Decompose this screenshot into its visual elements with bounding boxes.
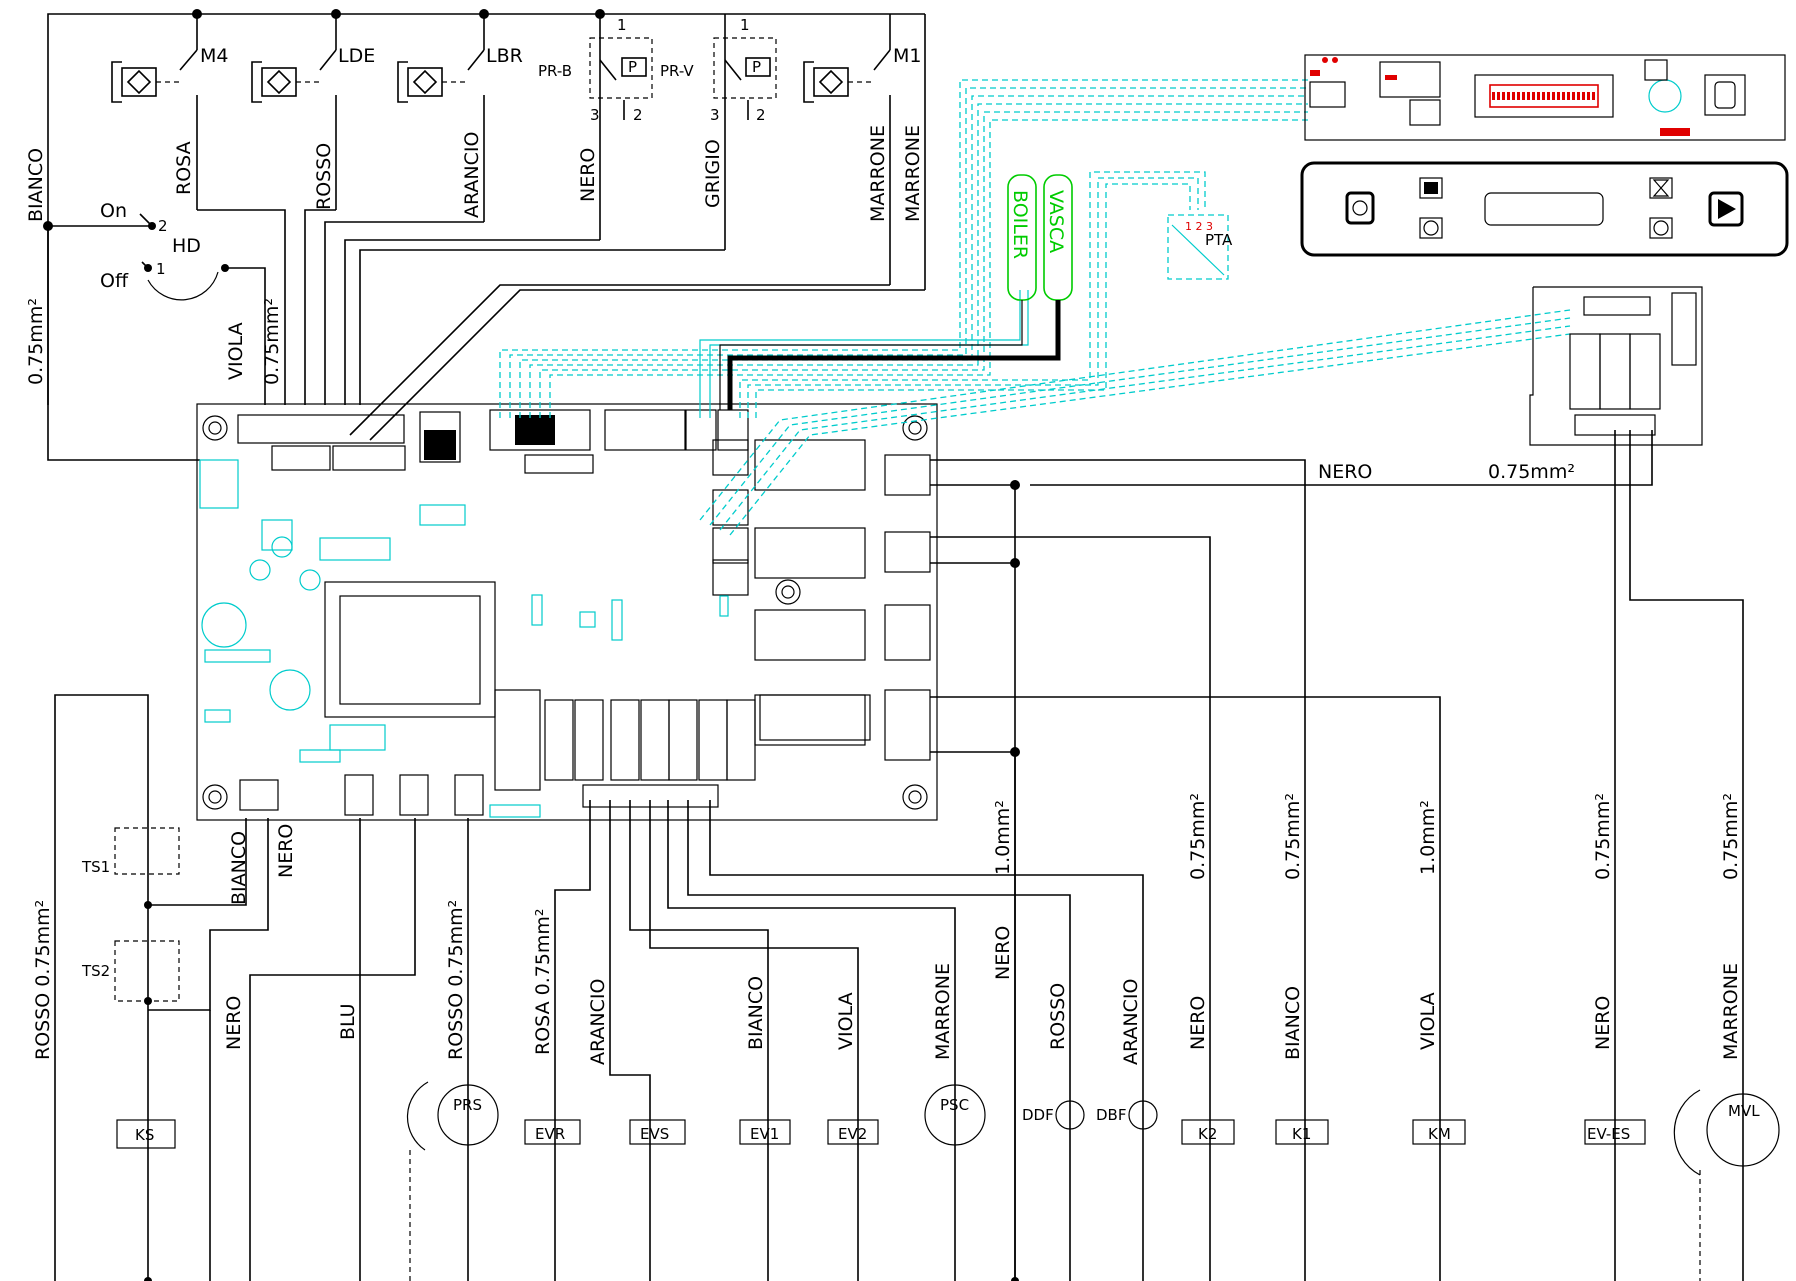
bw-nero4: NERO — [1187, 996, 1209, 1050]
right-wire-nero: NERO — [1318, 461, 1372, 483]
bw-marrone5: MARRONE — [1720, 963, 1742, 1060]
label-m1: M1 — [893, 45, 921, 67]
wire-nero: NERO — [577, 148, 599, 202]
label-pin3a: 3 — [590, 106, 600, 124]
sensor-lbr — [397, 49, 485, 222]
bw-rosso-prs: ROSSO 0.75mm² — [445, 900, 467, 1060]
label-mvl: MVL — [1728, 1102, 1760, 1120]
label-p1: P — [628, 58, 637, 76]
hd-switch — [139, 213, 229, 301]
labels-bottom: TS1 TS2 KS PRS EVR EVS EV1 EV2 PSC DDF D… — [32, 793, 1760, 1144]
bw-rosso3: ROSSO — [1047, 983, 1069, 1050]
bw-arancio: ARANCIO — [587, 979, 609, 1065]
pressure-switch-prb — [589, 35, 653, 240]
label-evs: EVS — [640, 1125, 669, 1143]
label-pta: PTA — [1205, 231, 1233, 249]
label-ts2: TS2 — [81, 962, 110, 980]
bw-marrone: MARRONE — [932, 963, 954, 1060]
display-board — [1304, 54, 1786, 141]
top-wires — [197, 209, 925, 441]
label-psc: PSC — [940, 1096, 969, 1114]
label-pin1a: 1 — [617, 16, 627, 34]
keypad-panel — [1300, 161, 1789, 257]
labels-top: M4 LDE LBR M1 PR-B PR-V P P 1 1 3 2 3 2 … — [25, 16, 1575, 483]
label-m4: M4 — [200, 45, 228, 67]
size-6: 0.75mm² — [1720, 793, 1742, 880]
label-k2: K2 — [1198, 1125, 1217, 1143]
top-bus — [43, 9, 926, 461]
label-p2: P — [752, 58, 761, 76]
size-4: 1.0mm² — [1417, 800, 1439, 875]
label-dbf: DBF — [1096, 1106, 1126, 1124]
wire-rosa: ROSA — [173, 141, 195, 195]
wire-marrone1: MARRONE — [867, 125, 889, 222]
wire-size-viola: 0.75mm² — [261, 298, 283, 385]
sensor-m4 — [111, 49, 198, 210]
bottom-wires — [54, 694, 1144, 1281]
bw-bianco: BIANCO — [228, 831, 250, 905]
label-sw1: 1 — [156, 260, 166, 278]
label-boiler: BOILER — [1009, 190, 1031, 259]
label-sw2: 2 — [158, 217, 168, 235]
label-ev2: EV2 — [838, 1125, 867, 1143]
size-2: 0.75mm² — [1187, 793, 1209, 880]
size-5: 0.75mm² — [1592, 793, 1614, 880]
label-vasca: VASCA — [1045, 190, 1067, 253]
bw-bianco2: BIANCO — [745, 976, 767, 1050]
bw-arancio3: ARANCIO — [1120, 979, 1142, 1065]
relay-board — [1030, 286, 1744, 1281]
control-board — [196, 403, 938, 821]
bw-nero5: NERO — [1592, 996, 1614, 1050]
label-ts1: TS1 — [81, 858, 110, 876]
label-lbr: LBR — [486, 45, 523, 67]
bw-nero2: NERO — [223, 996, 245, 1050]
label-on: On — [100, 200, 127, 222]
size-3: 0.75mm² — [1282, 793, 1304, 880]
label-pta-pins: 1 2 3 — [1185, 220, 1213, 233]
label-pin1b: 1 — [740, 16, 750, 34]
bw-nero3: NERO — [992, 926, 1014, 980]
wire-viola: VIOLA — [225, 322, 247, 380]
label-hd: HD — [172, 235, 201, 257]
label-km: KM — [1428, 1125, 1451, 1143]
label-prv: PR-V — [660, 62, 694, 80]
sensor-m1 — [803, 49, 891, 285]
cyan-harness — [499, 79, 1571, 536]
label-off: Off — [100, 270, 129, 292]
bw-viola4: VIOLA — [1417, 992, 1439, 1050]
size-1: 1.0mm² — [992, 800, 1014, 875]
label-k1: K1 — [1292, 1125, 1311, 1143]
bottom-components — [116, 1081, 1780, 1281]
bw-nero: NERO — [275, 824, 297, 878]
label-evr: EVR — [535, 1125, 565, 1143]
bw-viola: VIOLA — [835, 992, 857, 1050]
label-pin2a: 2 — [633, 106, 643, 124]
label-ev1: EV1 — [750, 1125, 779, 1143]
wire-arancio: ARANCIO — [461, 132, 483, 218]
wire-grigio: GRIGIO — [702, 139, 724, 208]
wire-rosso: ROSSO — [313, 143, 335, 210]
wire-marrone2: MARRONE — [902, 125, 924, 222]
label-ks: KS — [135, 1126, 154, 1144]
wire-bianco: BIANCO — [25, 148, 47, 222]
label-pin2b: 2 — [756, 106, 766, 124]
label-pin3b: 3 — [710, 106, 720, 124]
label-eves: EV-ES — [1587, 1125, 1630, 1143]
pressure-switch-prv — [713, 35, 777, 250]
right-wire-size: 0.75mm² — [1488, 461, 1575, 483]
label-ddf: DDF — [1022, 1106, 1054, 1124]
bw-rosso-left: ROSSO 0.75mm² — [32, 900, 54, 1060]
bw-blu: BLU — [337, 1003, 359, 1040]
wire-size-bianco: 0.75mm² — [25, 298, 47, 385]
bw-bianco4: BIANCO — [1282, 986, 1304, 1060]
label-prs: PRS — [453, 1096, 482, 1114]
sensor-lde — [251, 49, 337, 210]
label-prb: PR-B — [538, 62, 572, 80]
probe-cables — [719, 174, 1229, 410]
label-lde: LDE — [338, 45, 375, 67]
bw-rosa: ROSA 0.75mm² — [532, 908, 554, 1055]
